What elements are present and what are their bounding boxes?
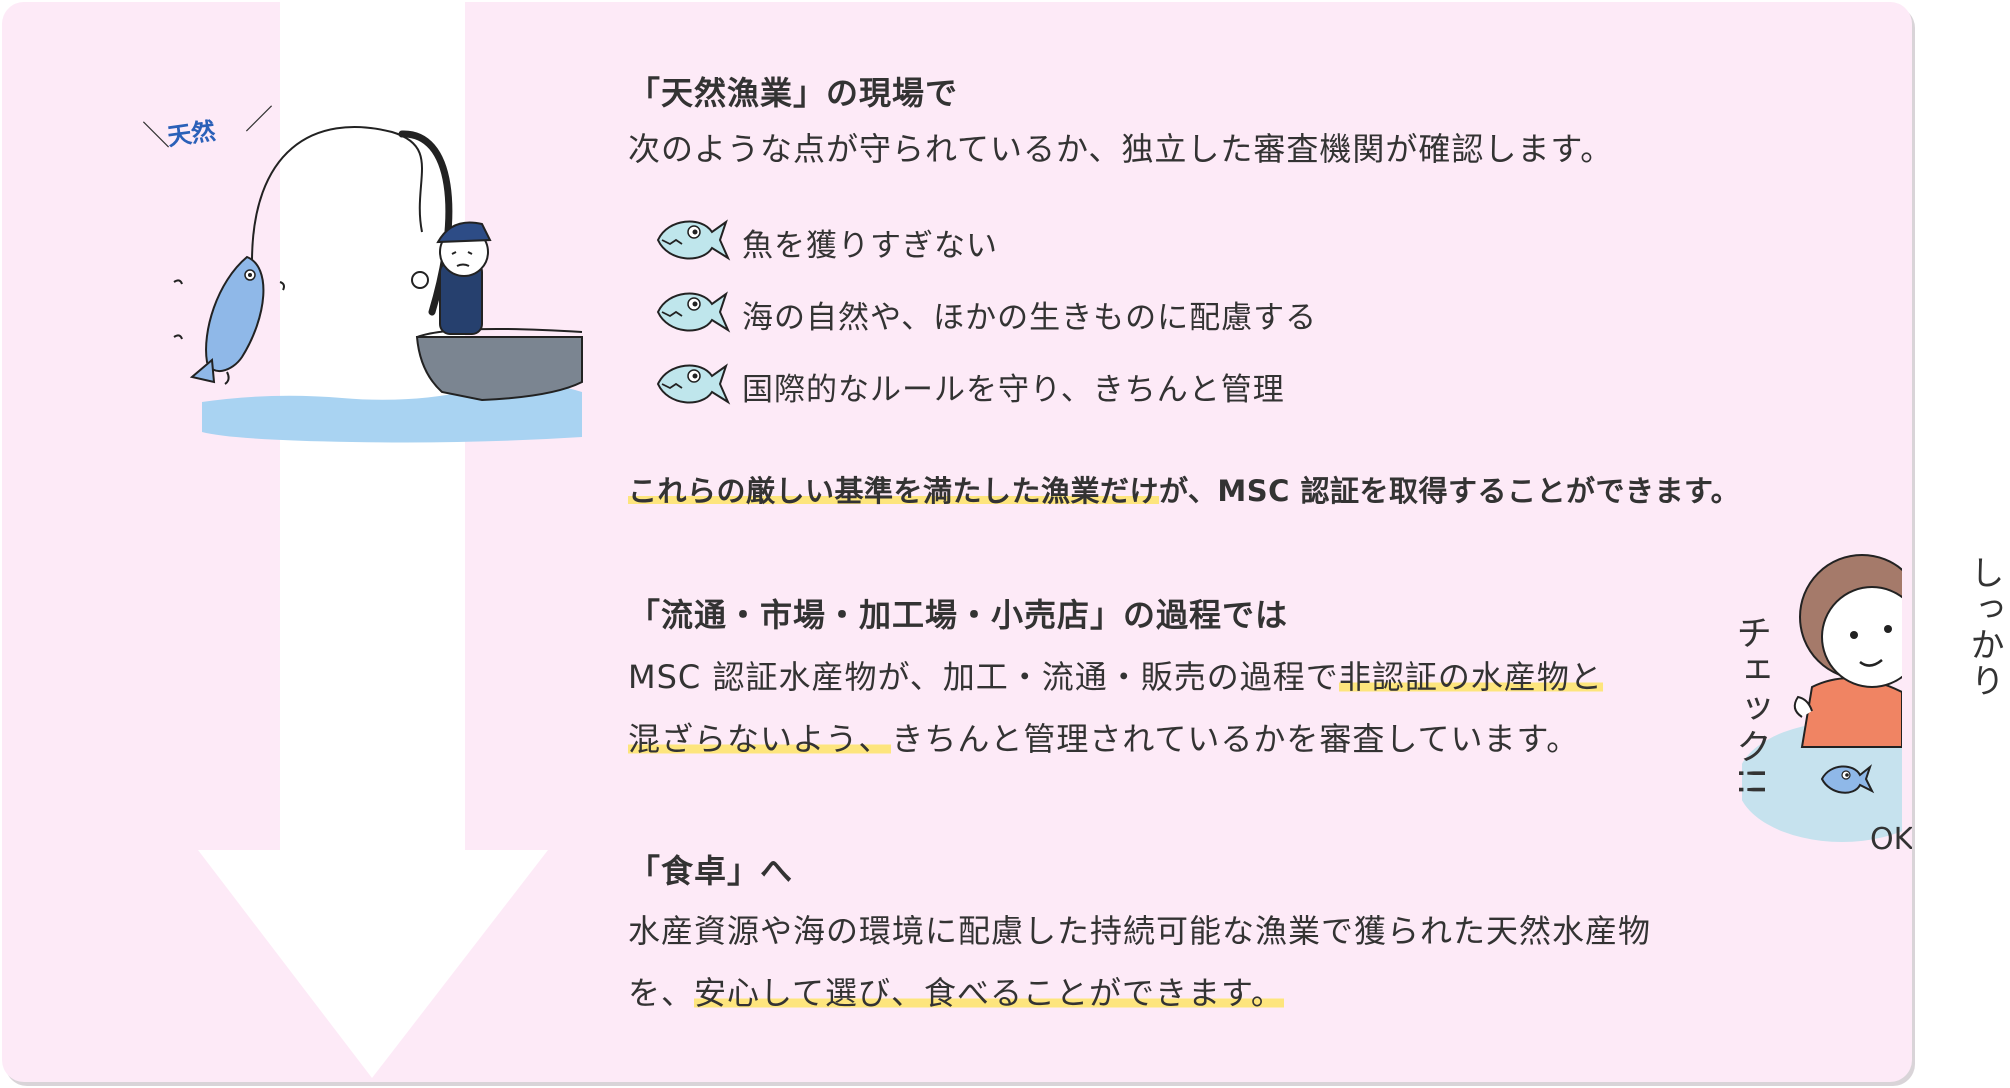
boat-icon: [415, 336, 583, 402]
section1-heading: 「天然漁業」の現場で: [628, 74, 959, 112]
section2-line2: 混ざらないよう、きちんと管理されているかを審査しています。: [628, 714, 1579, 760]
section2-line1: MSC 認証水産物が、加工・流通・販売の過程で非認証の水産物と: [628, 652, 1603, 698]
ok-fish-icon: [1820, 764, 1875, 794]
section3-line2: を、安心して選び、食べることができます。: [628, 968, 1284, 1014]
section3-heading: 「食卓」へ: [628, 852, 794, 890]
section2-line1-plain: MSC 認証水産物が、加工・流通・販売の過程で: [628, 658, 1339, 696]
section3-line2-highlight: 安心して選び、食べることができます。: [694, 974, 1284, 1012]
tennen-label: 天然: [165, 116, 218, 152]
section3-line1: 水産資源や海の環境に配慮した持続可能な漁業で獲られた天然水産物: [628, 912, 1652, 950]
section2-heading: 「流通・市場・加工場・小売店」の過程では: [628, 596, 1289, 634]
fishing-line: [251, 126, 423, 263]
fisherman-figure: [411, 221, 492, 335]
info-panel: 天然 ＼ ／ 「天然漁業」の現場で 次のような点が守られているか、独立した審査機…: [2, 2, 1912, 1082]
fish-icon: [656, 363, 731, 405]
tennen-left-mark: ＼: [142, 119, 171, 152]
criteria-label: 海の自然や、ほかの生きものに配慮する: [742, 300, 1318, 336]
conclusion-rest: が、MSC 認証を取得することができます。: [1159, 474, 1741, 508]
ok-label: OK!!: [1870, 822, 1912, 857]
caught-fish-icon: [189, 255, 265, 384]
section1-conclusion: これらの厳しい基準を満たした漁業だけが、MSC 認証を取得することができます。: [628, 468, 1740, 510]
inspector-girl-illustration: [1742, 554, 1902, 842]
section2-line2-highlight: 混ざらないよう、: [628, 720, 892, 758]
check-label: チェック!!: [1730, 614, 1771, 799]
section3-line2-plain: を、: [628, 974, 695, 1012]
section1-intro: 次のような点が守られているか、独立した審査機関が確認します。: [628, 130, 1614, 168]
criteria-label: 魚を獲りすぎない: [742, 228, 998, 264]
fish-icon: [656, 291, 731, 333]
conclusion-highlight: これらの厳しい基準を満たした漁業だけ: [628, 474, 1160, 508]
section2-line2-plain: きちんと管理されているかを審査しています。: [891, 720, 1580, 758]
fish-icon: [656, 219, 731, 261]
criteria-label: 国際的なルールを守り、きちんと管理: [742, 372, 1285, 408]
fisherman-illustration: [173, 126, 583, 443]
section2-line1-highlight: 非認証の水産物と: [1338, 658, 1603, 696]
tennen-right-mark: ／: [245, 103, 274, 136]
shikkari-label: しっかり: [1964, 555, 2004, 699]
